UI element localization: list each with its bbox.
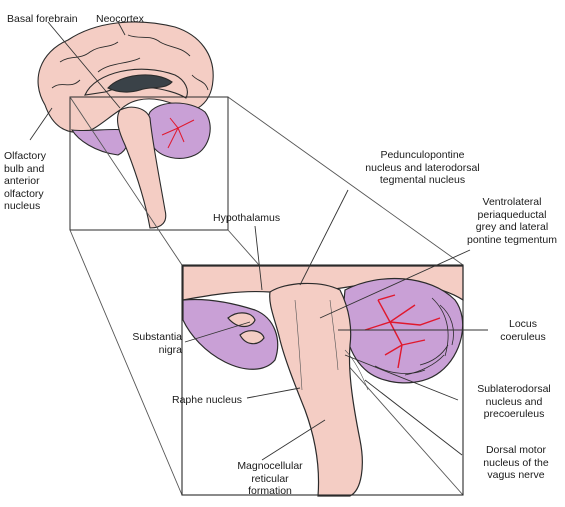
label-olfactory: Olfactory bulb and anterior olfactory nu… (4, 150, 46, 213)
temporal-zoom (183, 299, 278, 369)
label-dorsal-motor: Dorsal motor nucleus of the vagus nerve (468, 444, 564, 482)
label-pedunculopontine: Pedunculopontine nucleus and laterodorsa… (350, 149, 495, 187)
label-locus-coeruleus: Locus coeruleus (488, 318, 558, 343)
cerebellum-large (344, 279, 463, 383)
label-sublaterodorsal: Sublaterodorsal nucleus and precoeruleus (466, 383, 562, 421)
label-raphe-nucleus: Raphe nucleus (172, 394, 242, 407)
label-substantia-nigra: Substantia nigra (120, 331, 182, 356)
label-magnocellular: Magnocellular reticular formation (225, 460, 315, 498)
label-ventrolateral: Ventrolateral periaqueductal grey and la… (460, 196, 564, 246)
label-hypothalamus: Hypothalamus (213, 212, 280, 225)
whole-brain-sagittal (38, 22, 213, 228)
cerebellum-small (147, 103, 210, 158)
label-neocortex: Neocortex (96, 13, 144, 26)
label-basal-forebrain: Basal forebrain (7, 13, 78, 26)
